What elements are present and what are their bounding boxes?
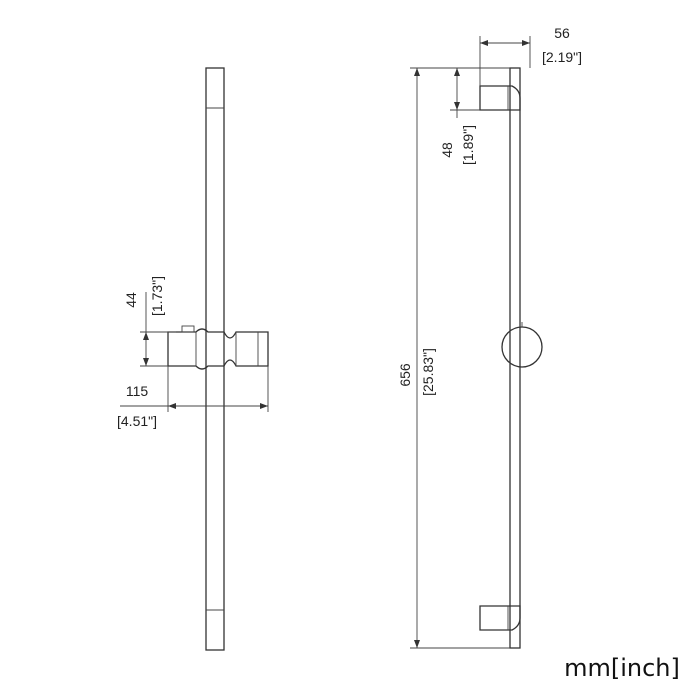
height-in-label: [1.73"] bbox=[149, 276, 165, 316]
bracket-height-dimension: 48 [1.89"] bbox=[439, 67, 510, 165]
front-view-rail bbox=[509, 67, 521, 649]
side-view: 44 [1.73"] 115 [4.51"] bbox=[117, 67, 269, 651]
bracket-width-in-label: [2.19"] bbox=[542, 49, 582, 65]
bracket-width-dimension: 56 [2.19"] bbox=[479, 25, 582, 86]
total-length-dimension: 656 [25.83"] bbox=[397, 67, 510, 649]
height-mm-label: 44 bbox=[123, 292, 139, 308]
depth-in-label: [4.51"] bbox=[117, 413, 157, 429]
depth-dimension: 115 [4.51"] bbox=[117, 366, 269, 429]
total-length-mm-label: 656 bbox=[397, 363, 413, 387]
bottom-bracket bbox=[479, 605, 521, 631]
depth-mm-label: 115 bbox=[126, 383, 149, 399]
top-bracket bbox=[479, 85, 521, 111]
front-view: 56 [2.19"] 48 [1.89"] 656 [25.83"] bbox=[397, 25, 582, 649]
side-view-rail bbox=[205, 67, 225, 651]
total-length-in-label: [25.83"] bbox=[420, 348, 436, 396]
bracket-height-in-label: [1.89"] bbox=[460, 125, 476, 165]
height-dimension: 44 [1.73"] bbox=[123, 276, 176, 367]
slider-knob bbox=[501, 326, 543, 368]
slider-holder bbox=[167, 325, 269, 370]
bracket-height-mm-label: 48 bbox=[439, 142, 455, 158]
bracket-width-mm-label: 56 bbox=[554, 25, 570, 41]
units-label: mm[inch] bbox=[564, 654, 680, 682]
